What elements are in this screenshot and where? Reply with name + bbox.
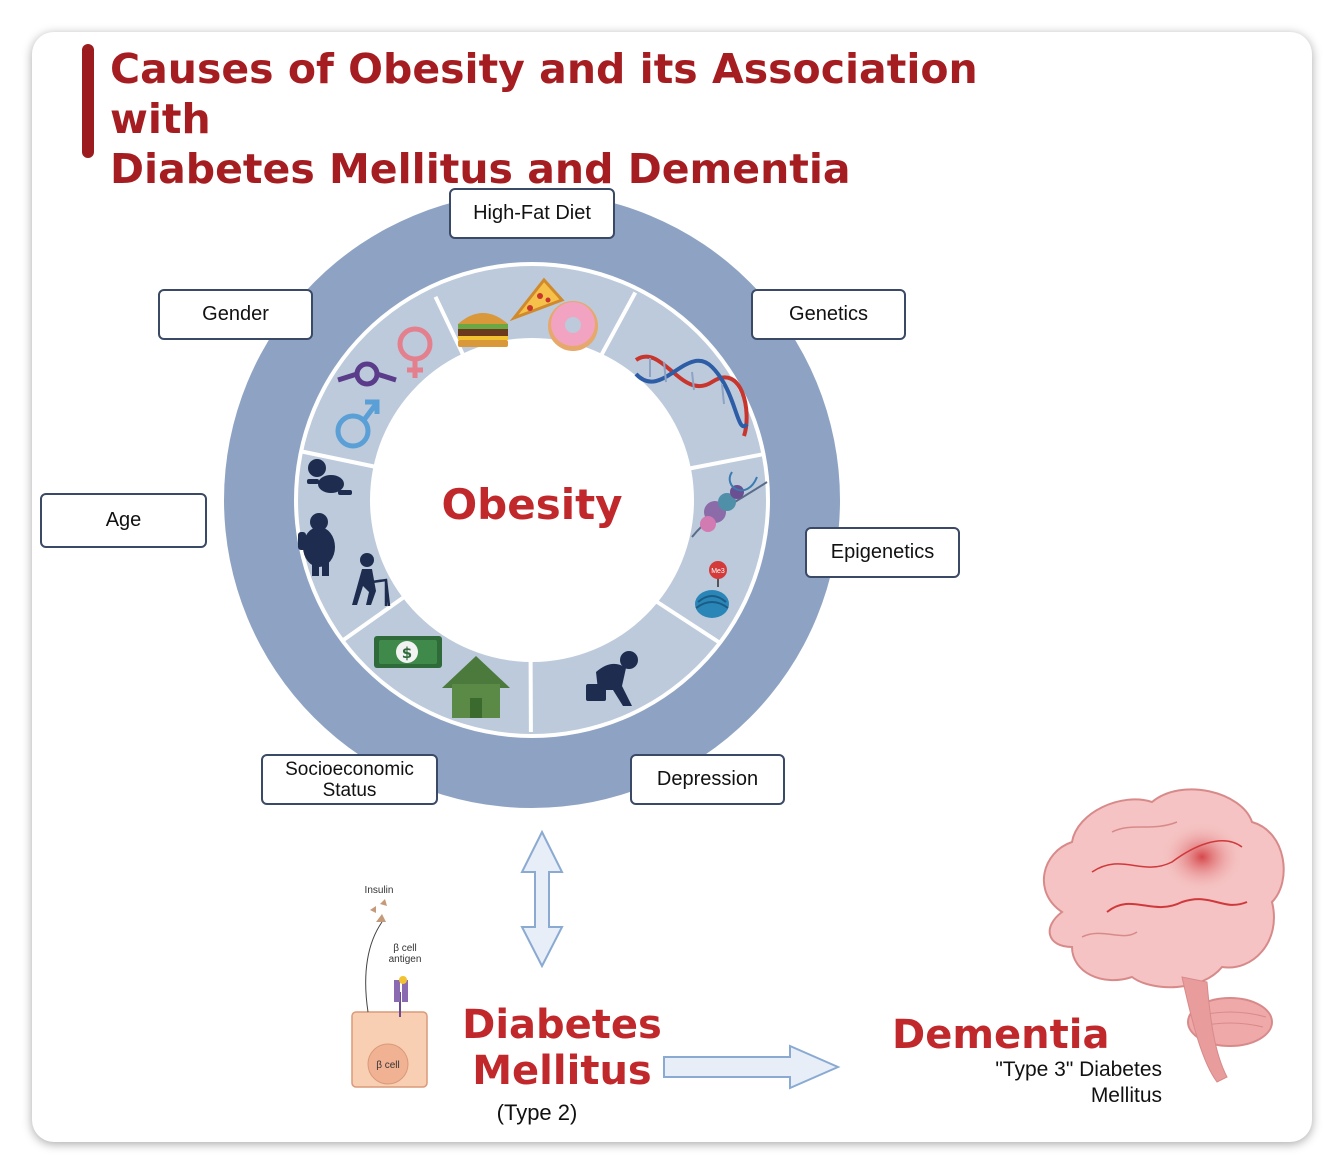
baby-icon: [307, 459, 352, 495]
elderly-walker-icon: [352, 553, 391, 607]
diagram-canvas: Me3 $: [224, 192, 1285, 1090]
label-epigenetics: Epigenetics: [805, 527, 960, 578]
money-icon: $: [374, 636, 442, 668]
dementia-subtitle: "Type 3" Diabetes Mellitus: [995, 1058, 1162, 1107]
depressed-person-icon: [586, 651, 638, 706]
figure-card: Causes of Obesity and its Association wi…: [32, 32, 1312, 1142]
segment-dividers: [299, 291, 765, 733]
pizza-icon: [509, 277, 565, 322]
brain-icon: [1043, 788, 1285, 1083]
label-socioeconomic-status: Socioeconomic Status: [261, 754, 438, 805]
methyl-mark: Me3: [711, 568, 725, 575]
label-genetics: Genetics: [751, 289, 906, 340]
female-symbol-icon: [397, 326, 433, 378]
label-age: Age: [40, 493, 207, 548]
nucleosome-icon: [695, 561, 729, 618]
chromatin-icon: [691, 471, 768, 538]
bidirectional-arrow: [520, 829, 564, 969]
house-icon: [442, 656, 510, 718]
dna-icon: [634, 354, 749, 437]
figure-title: Causes of Obesity and its Association wi…: [110, 45, 978, 193]
obesity-label: Obesity: [441, 480, 623, 529]
title-accent-bar: [82, 44, 94, 158]
beta-cell-icon: [351, 899, 428, 1088]
dementia-title: Dementia: [892, 1012, 1110, 1058]
label-high-fat-diet: High-Fat Diet: [449, 188, 615, 239]
right-arrow: [663, 1044, 841, 1090]
label-depression: Depression: [630, 754, 785, 805]
antigen-label: β cell antigen: [388, 943, 422, 965]
gender-symbol-icon: [337, 361, 397, 387]
burger-icon: [458, 313, 508, 347]
diabetes-subtitle: (Type 2): [496, 1100, 578, 1125]
beta-cell-label: β cell: [376, 1060, 400, 1071]
diabetes-title: Diabetes Mellitus: [462, 1002, 662, 1094]
donut-icon: [548, 301, 598, 351]
insulin-label: Insulin: [364, 885, 394, 896]
center-circle: [370, 338, 694, 662]
obese-person-icon: [298, 513, 335, 576]
label-gender: Gender: [158, 289, 313, 340]
male-symbol-icon: [335, 399, 380, 449]
svg-text:$: $: [402, 644, 412, 662]
